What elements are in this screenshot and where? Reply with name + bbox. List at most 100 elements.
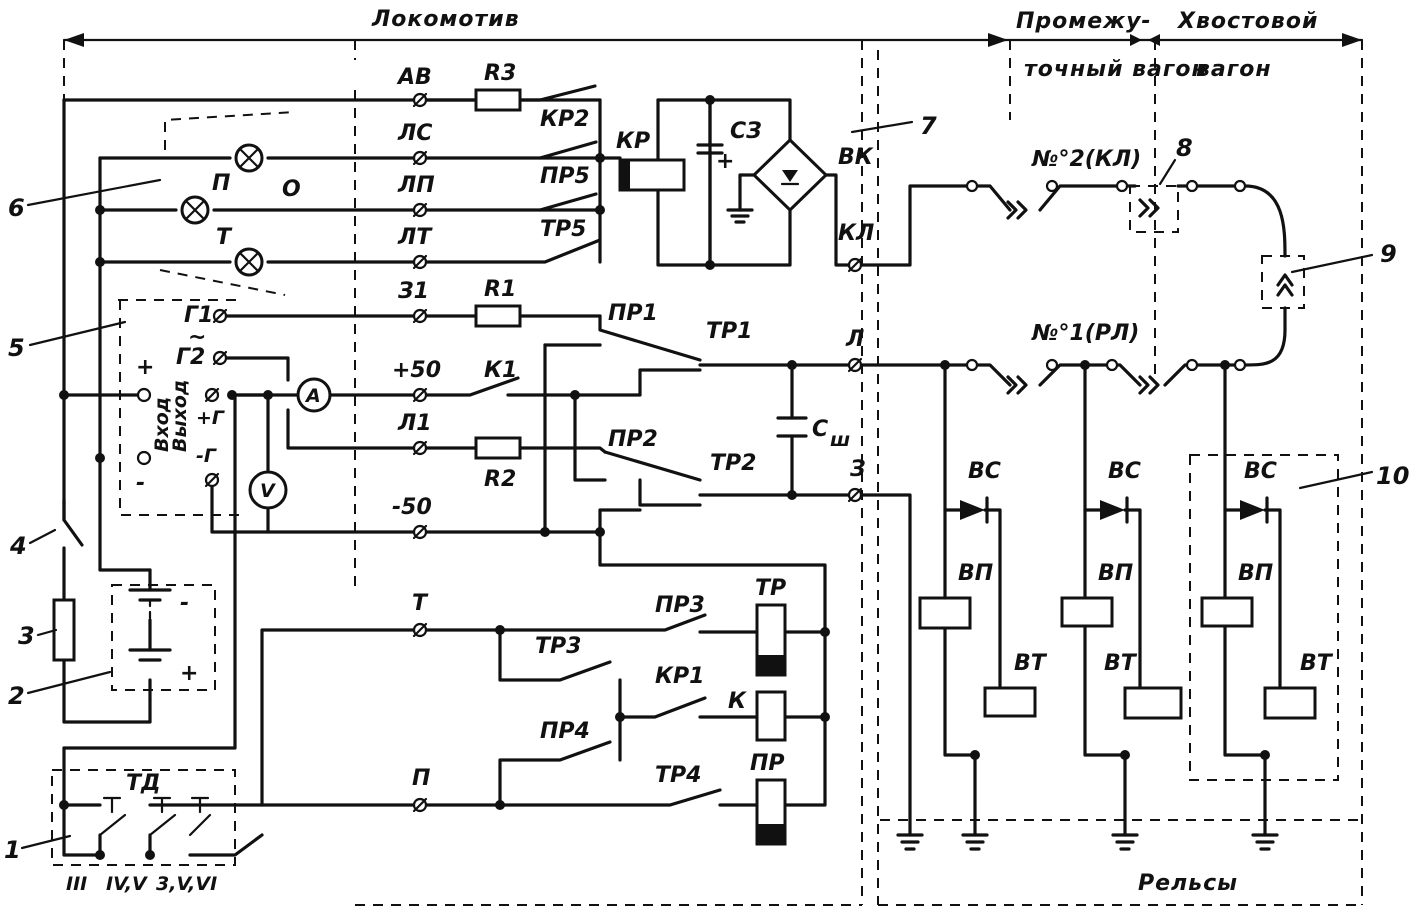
label-switch-td: ТД bbox=[126, 771, 161, 796]
label-terminal-m50: -50 bbox=[392, 495, 432, 520]
callout-9: 9 bbox=[1380, 240, 1397, 268]
label-vt-3: ВТ bbox=[1300, 651, 1334, 676]
label-terminal-lp: ЛП bbox=[397, 173, 435, 198]
label-relay-pr: ПР bbox=[750, 751, 785, 776]
label-tr4: ТР4 bbox=[655, 763, 701, 788]
label-pr5: ПР5 bbox=[540, 164, 590, 189]
label-terminal-ab: АВ bbox=[396, 65, 432, 90]
label-terminal-t: Т bbox=[412, 591, 429, 616]
svg-text:V: V bbox=[260, 480, 276, 502]
label-g1: Г1 bbox=[184, 303, 213, 328]
wagon-block-3 bbox=[1200, 496, 1317, 720]
label-vhod: Вход bbox=[151, 397, 173, 452]
label-vp-3: ВП bbox=[1238, 561, 1273, 586]
label-terminal-l1: Л1 bbox=[397, 411, 432, 436]
callout-3: 3 bbox=[18, 622, 35, 650]
label-tr1: ТР1 bbox=[706, 319, 752, 344]
label-kr1: КР1 bbox=[655, 664, 704, 689]
callout-5: 5 bbox=[8, 334, 25, 362]
label-r1: R1 bbox=[484, 277, 516, 302]
label-vt-1: ВТ bbox=[1014, 651, 1048, 676]
section-locomotive: Локомотив bbox=[371, 7, 520, 32]
label-tr2: ТР2 bbox=[710, 451, 756, 476]
label-terminal-p: П bbox=[412, 766, 430, 791]
lamp-t bbox=[234, 247, 264, 277]
ground-bridge bbox=[726, 208, 754, 224]
capacitor-sz bbox=[696, 98, 724, 267]
label-terminal-vk: ВК bbox=[838, 145, 874, 170]
label-minus-g: -Г bbox=[196, 445, 217, 467]
label-vp-2: ВП bbox=[1098, 561, 1133, 586]
label-tr3: ТР3 bbox=[535, 634, 581, 659]
label-pr3: ПР3 bbox=[655, 593, 705, 618]
label-vs-1: ВС bbox=[968, 459, 1001, 484]
label-terminal-kl: КЛ bbox=[838, 221, 874, 246]
resistor-r2 bbox=[474, 436, 522, 460]
label-kr2: КР2 bbox=[540, 107, 589, 132]
label-switch-pos-3: 3,V,VI bbox=[156, 873, 217, 895]
capacitor-csh bbox=[776, 416, 808, 438]
svg-text:+: + bbox=[716, 149, 734, 174]
ammeter: A bbox=[296, 377, 332, 413]
label-switch-pos-2: IV,V bbox=[106, 873, 148, 895]
section-tail-bottom: вагон bbox=[1196, 57, 1272, 82]
label-capacitor-csh-sub: ш bbox=[830, 429, 850, 451]
section-intermediate-top: Промежу- bbox=[1016, 9, 1152, 34]
callout-2: 2 bbox=[8, 682, 25, 710]
couplers bbox=[1006, 198, 1294, 395]
label-battery-plus: + bbox=[180, 661, 198, 686]
label-pr4: ПР4 bbox=[540, 719, 590, 744]
callout-4: 4 bbox=[9, 532, 27, 560]
label-terminal-z: З bbox=[849, 457, 866, 482]
label-k1: К1 bbox=[484, 358, 517, 383]
label-gen-minus: - bbox=[136, 471, 145, 496]
label-wagon-rail: №°1(РЛ) bbox=[1031, 321, 1139, 346]
relay-tr bbox=[755, 603, 787, 677]
resistor-r3 bbox=[474, 88, 522, 112]
label-plus-g: +Г bbox=[196, 407, 225, 429]
callout-8: 8 bbox=[1176, 134, 1193, 162]
wagon-wiring bbox=[943, 184, 1287, 837]
label-r3: R3 bbox=[484, 61, 516, 86]
lamp-p bbox=[180, 195, 210, 225]
terminal-marks bbox=[136, 92, 1247, 813]
label-terminal-ls: ЛС bbox=[397, 121, 432, 146]
label-rails: Рельсы bbox=[1138, 871, 1238, 896]
wagon-block-1 bbox=[918, 496, 1037, 718]
label-terminal-l: Л bbox=[845, 327, 864, 352]
label-lamp-p: П bbox=[212, 171, 230, 196]
label-vyhod: Выход bbox=[169, 380, 191, 452]
label-gen-plus: + bbox=[136, 355, 154, 380]
resistor-r1 bbox=[474, 304, 522, 328]
label-r2: R2 bbox=[484, 467, 516, 492]
label-battery-minus: - bbox=[180, 591, 189, 616]
label-capacitor-csh: С bbox=[812, 417, 828, 442]
label-relay-k: К bbox=[728, 689, 747, 714]
label-pr2: ПР2 bbox=[608, 427, 658, 452]
callout-10: 10 bbox=[1376, 462, 1409, 490]
svg-text:A: A bbox=[304, 385, 321, 407]
lamp-o bbox=[234, 143, 264, 173]
label-terminal-lt: ЛТ bbox=[397, 225, 433, 250]
label-wagon-inter: №°2(КЛ) bbox=[1031, 147, 1141, 172]
label-g2: Г2 bbox=[176, 345, 205, 370]
section-tail-top: Хвостовой bbox=[1176, 9, 1318, 34]
label-vt-2: ВТ bbox=[1104, 651, 1138, 676]
voltmeter: V bbox=[248, 470, 288, 510]
wagon-block-2 bbox=[1060, 496, 1183, 720]
label-terminal-p50: +50 bbox=[392, 358, 441, 383]
section-intermediate-bottom: точный вагон bbox=[1024, 57, 1208, 82]
labels: АВ ЛС ЛП ЛТ З1 +50 Л1 -50 Т П Л З ВК КЛ … bbox=[66, 61, 1334, 896]
label-vs-3: ВС bbox=[1244, 459, 1277, 484]
callout-1: 1 bbox=[4, 836, 21, 864]
relay-pr bbox=[755, 778, 787, 846]
callouts: 1 2 3 4 5 6 7 8 9 10 bbox=[4, 112, 1409, 864]
relay-kr bbox=[618, 158, 686, 192]
label-terminal-z1: З1 bbox=[397, 279, 429, 304]
label-capacitor-sz: СЗ bbox=[730, 119, 762, 144]
ground-symbols bbox=[896, 833, 1279, 851]
rectifier-bridge bbox=[751, 137, 829, 213]
callout-7: 7 bbox=[920, 112, 937, 140]
switch-block-contacts bbox=[98, 796, 212, 837]
